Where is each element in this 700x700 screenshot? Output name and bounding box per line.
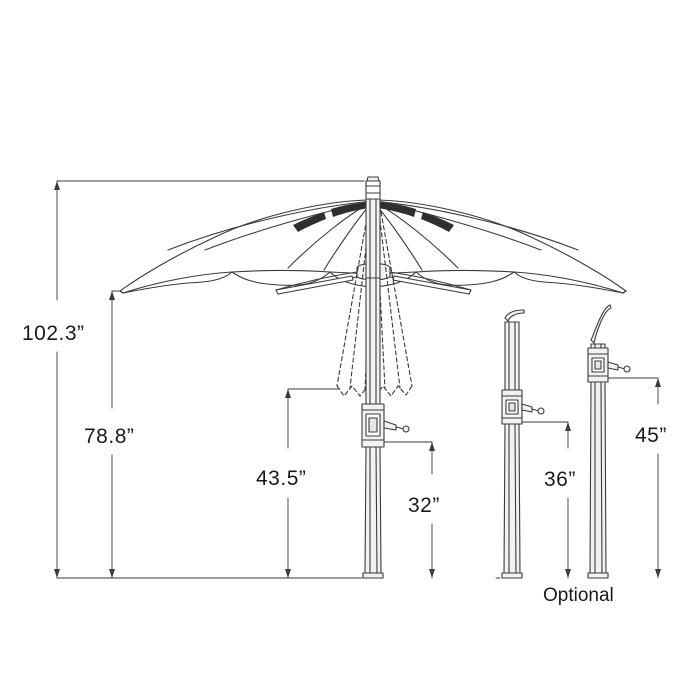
dimension-lines — [54, 180, 661, 579]
dimension-label-crank-height: 32” — [408, 494, 440, 517]
dimension-label-optional-36: 36” — [544, 468, 576, 491]
optional-pole-45 — [587, 304, 631, 579]
dimension-label-rib-span-height: 43.5” — [256, 467, 307, 490]
umbrella-finial — [365, 176, 381, 200]
umbrella-base — [362, 572, 384, 579]
dimension-label-overall-height: 102.3” — [22, 322, 85, 345]
dimension-label-canopy-edge-height: 78.8” — [84, 425, 135, 448]
crank-housing — [361, 403, 410, 448]
umbrella-pole — [364, 198, 382, 574]
optional-caption: Optional — [543, 585, 614, 606]
dimension-label-optional-45: 45” — [635, 424, 667, 447]
optional-pole-36 — [501, 309, 545, 579]
